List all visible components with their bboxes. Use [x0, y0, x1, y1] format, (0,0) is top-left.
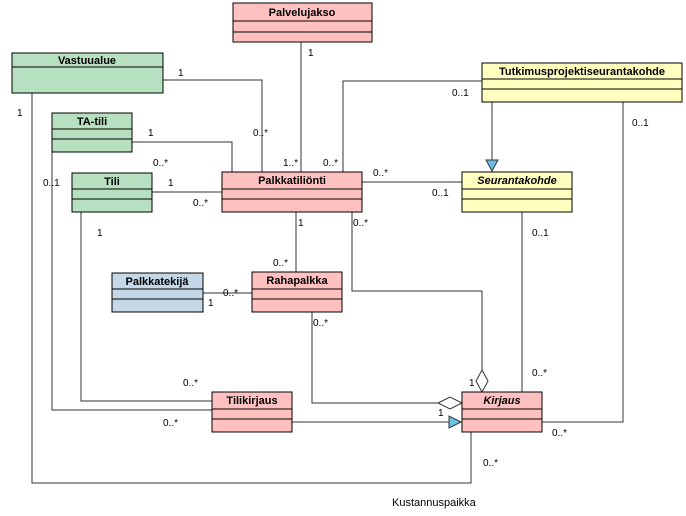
- multiplicity: 0..*: [532, 368, 547, 379]
- multiplicity-labels: 1 1..* 1 0..* 1 1 0..* 0..1 1 0..* 1 0..…: [17, 48, 649, 469]
- inheritance-arrow-seurantakohde: [485, 159, 499, 173]
- assoc-vastuualue-kirjaus: [31, 93, 472, 484]
- assoc-rahapalkka-kirjaus: [311, 312, 438, 404]
- class-name: Tutkimusprojektiseurantakohde: [499, 66, 665, 78]
- assoc-palkkatiliointi-kirjaus: [351, 212, 483, 370]
- multiplicity: 0..1: [532, 228, 549, 239]
- diagram-caption: Kustannuspaikka: [392, 497, 477, 509]
- class-name: Tili: [104, 176, 120, 188]
- multiplicity: 0..*: [193, 198, 208, 209]
- multiplicity: 1: [298, 218, 304, 229]
- assoc-vastuualue-palkkatiliointi: [163, 79, 263, 172]
- class-name: Vastuualue: [58, 55, 116, 67]
- multiplicity: 1: [208, 298, 214, 309]
- multiplicity: 1: [178, 68, 184, 79]
- multiplicity: 1..*: [283, 158, 298, 169]
- inheritance-arrow-kirjaus: [448, 415, 463, 429]
- class-name: Palkkatekijä: [126, 276, 190, 288]
- multiplicity: 0..*: [183, 378, 198, 389]
- association-lines: [31, 42, 624, 484]
- multiplicity: 1: [97, 228, 103, 239]
- class-kirjaus[interactable]: Kirjaus: [461, 391, 543, 433]
- multiplicity: 1: [438, 408, 444, 419]
- class-palkkatekija[interactable]: Palkkatekijä: [111, 272, 204, 313]
- multiplicity: 0..*: [373, 168, 388, 179]
- assoc-tutkimus-palkkatiliointi: [342, 80, 482, 172]
- multiplicity: 1: [469, 378, 475, 389]
- class-name: Rahapalkka: [266, 275, 328, 287]
- multiplicity: 0..1: [43, 178, 60, 189]
- multiplicity: 0..1: [632, 118, 649, 129]
- class-name: Seurantakohde: [477, 175, 556, 187]
- assoc-tatili-tilikirjaus: [51, 152, 212, 411]
- multiplicity: 0..*: [483, 458, 498, 469]
- multiplicity: 1: [168, 178, 174, 189]
- class-tilikirjaus[interactable]: Tilikirjaus: [211, 391, 293, 433]
- class-name: Tilikirjaus: [226, 395, 277, 407]
- multiplicity: 0..*: [153, 158, 168, 169]
- multiplicity: 0..1: [432, 188, 449, 199]
- assoc-tatili-palkkatiliointi: [132, 141, 233, 172]
- multiplicity: 0..*: [223, 288, 238, 299]
- aggregation-diamond-top: [475, 368, 489, 394]
- multiplicity: 0..*: [552, 428, 567, 439]
- multiplicity: 0..*: [273, 258, 288, 269]
- class-name: Palvelujakso: [269, 7, 336, 19]
- class-palvelujakso[interactable]: Palvelujakso: [232, 2, 373, 43]
- multiplicity: 1: [148, 128, 154, 139]
- class-ta-tili[interactable]: TA-tili: [51, 112, 133, 153]
- class-vastuualue[interactable]: Vastuualue: [11, 52, 164, 94]
- class-tili[interactable]: Tili: [71, 172, 153, 213]
- class-palkkatiliointi[interactable]: Palkkatiliönti: [221, 171, 363, 213]
- multiplicity: 1: [308, 48, 314, 59]
- assoc-tili-tilikirjaus: [80, 212, 212, 402]
- class-name: Kirjaus: [483, 395, 520, 407]
- multiplicity: 0..*: [253, 128, 268, 139]
- class-name: Palkkatiliönti: [258, 175, 326, 187]
- multiplicity: 0..*: [313, 318, 328, 329]
- class-rahapalkka[interactable]: Rahapalkka: [251, 271, 343, 313]
- multiplicity: 0..*: [353, 218, 368, 229]
- assoc-tutkimus-kirjaus: [542, 102, 624, 423]
- multiplicity: 0..*: [323, 158, 338, 169]
- multiplicity: 0..1: [452, 88, 469, 99]
- multiplicity: 1: [17, 108, 23, 119]
- class-seurantakohde[interactable]: Seurantakohde: [461, 171, 573, 213]
- class-tutkimusprojektiseurantakohde[interactable]: Tutkimusprojektiseurantakohde: [481, 62, 683, 103]
- class-name: TA-tili: [77, 116, 107, 128]
- multiplicity: 0..*: [163, 418, 178, 429]
